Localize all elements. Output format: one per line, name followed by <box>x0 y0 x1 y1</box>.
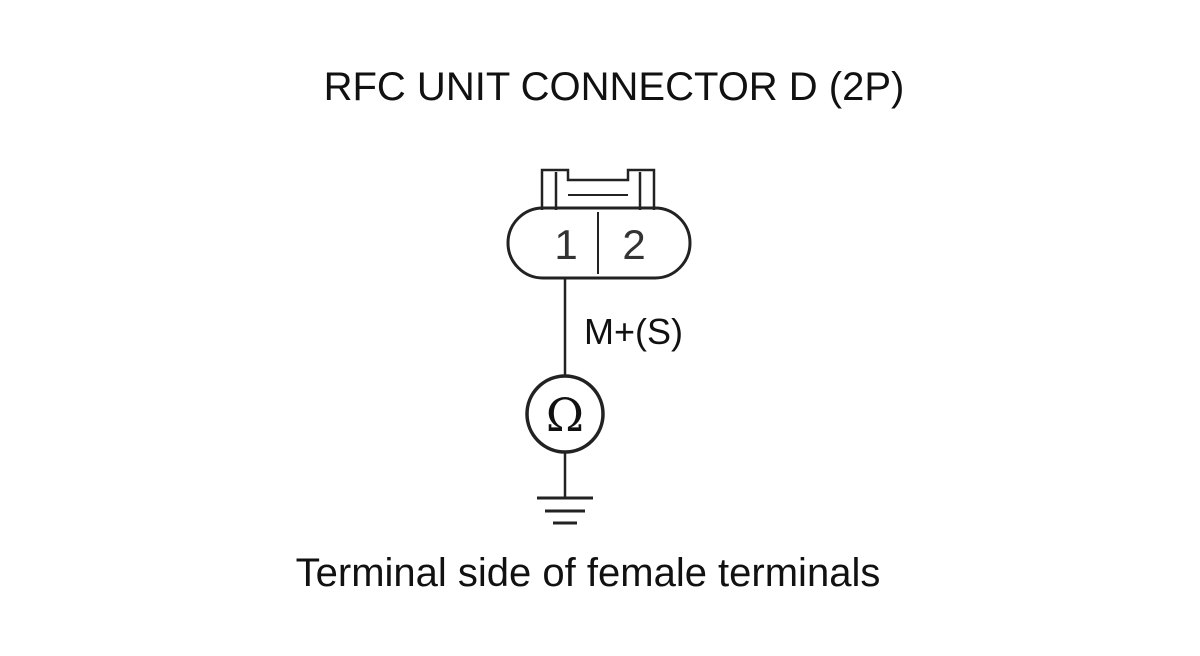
pin-1-label: 1 <box>554 221 577 268</box>
pin-2-label: 2 <box>622 221 645 268</box>
ohmmeter-icon: Ω <box>525 374 605 454</box>
ground-symbol-icon <box>537 496 593 525</box>
signal-label: M+(S) <box>584 311 683 352</box>
connector-lock-tab <box>540 168 656 210</box>
diagram-title: RFC UNIT CONNECTOR D (2P) <box>324 65 905 109</box>
diagram-caption: Terminal side of female terminals <box>296 551 881 595</box>
connector-body <box>506 206 692 280</box>
ohm-symbol: Ω <box>546 388 584 442</box>
